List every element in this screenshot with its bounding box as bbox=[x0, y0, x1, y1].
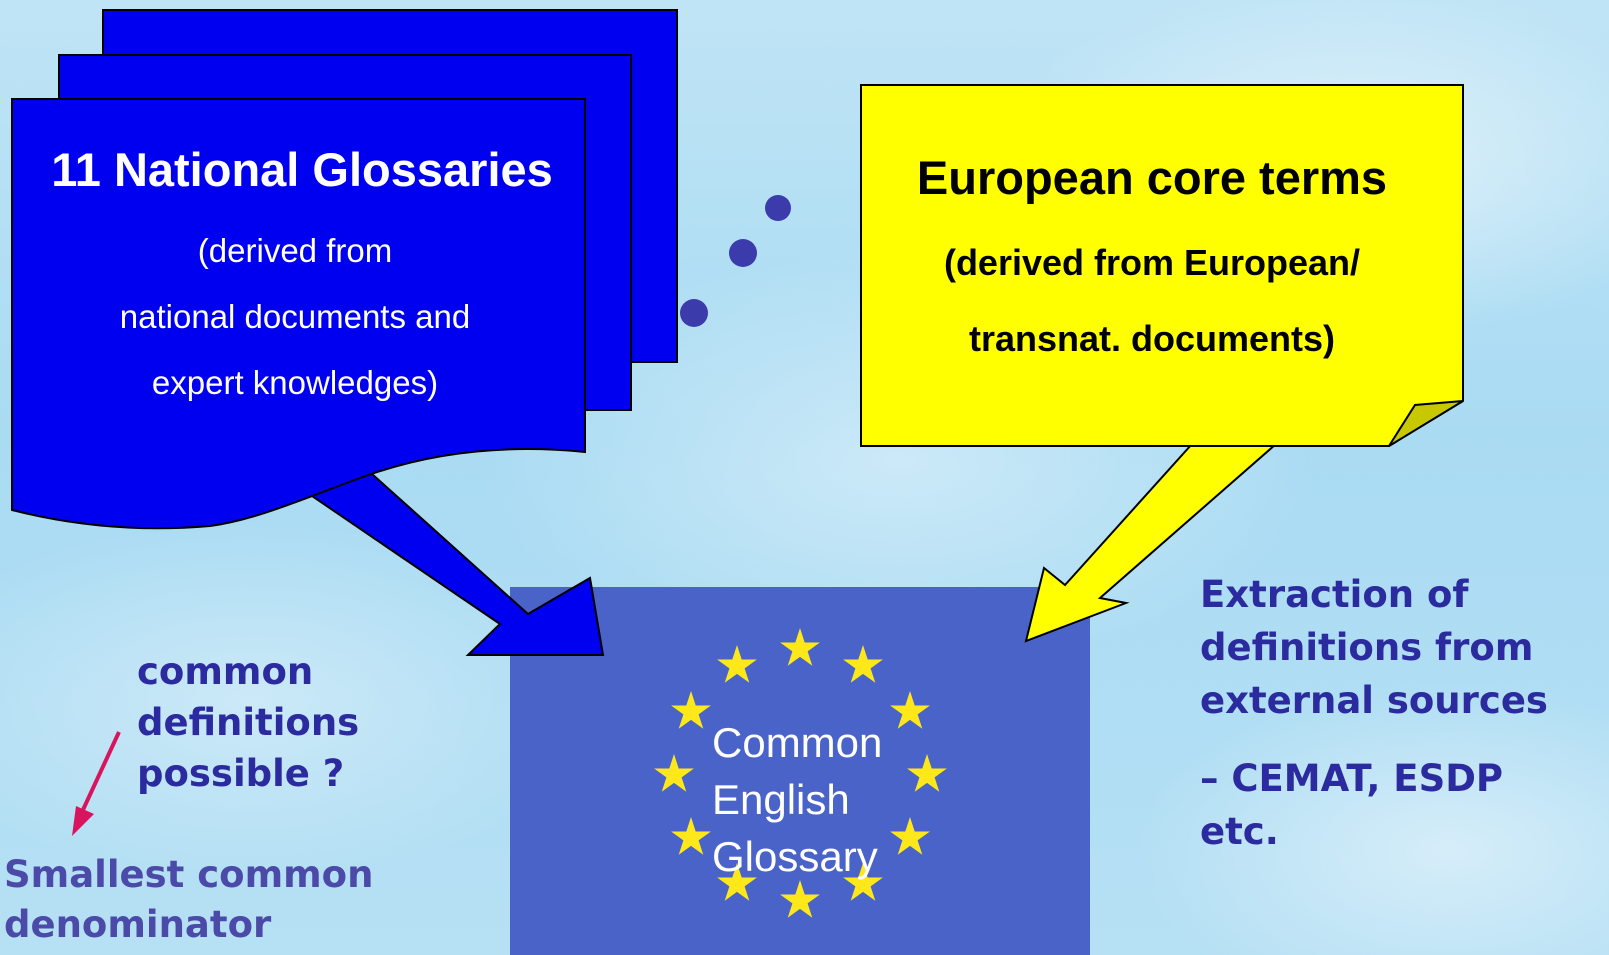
note-line: Extraction of bbox=[1200, 573, 1469, 616]
core-terms-subtitle: (derived from European/ bbox=[943, 242, 1361, 283]
note-line: – CEMAT, ESDP bbox=[1200, 757, 1504, 800]
eu-star-icon bbox=[890, 691, 930, 729]
eu-star-icon bbox=[717, 645, 757, 683]
national-to-common-arrow bbox=[310, 454, 605, 656]
eu-star-icon bbox=[780, 880, 820, 918]
common-glossary-line: English bbox=[712, 776, 850, 823]
national-glossaries-title: 11 National Glossaries bbox=[51, 143, 553, 196]
note-line: external sources bbox=[1200, 679, 1548, 722]
note-line: Smallest common bbox=[4, 853, 374, 896]
note-line: common bbox=[137, 650, 314, 693]
eu-star-icon bbox=[780, 628, 820, 666]
national-glossaries-subtitle: national documents and bbox=[119, 298, 471, 335]
core-to-common-arrow bbox=[1024, 443, 1279, 643]
eu-star-icon bbox=[654, 754, 694, 792]
common-glossary-label: Common English Glossary bbox=[712, 714, 932, 885]
note-line: definitions from bbox=[1200, 626, 1534, 669]
external-sources-note: – CEMAT, ESDP etc. bbox=[1200, 752, 1605, 858]
note-line: definitions bbox=[137, 701, 360, 744]
note-line: etc. bbox=[1200, 810, 1279, 853]
eu-star-icon bbox=[890, 817, 930, 855]
note-line: denominator bbox=[4, 903, 272, 946]
bubble-dot-small bbox=[680, 299, 708, 327]
eu-stars bbox=[654, 628, 947, 918]
eu-star-icon bbox=[717, 863, 757, 901]
common-glossary-line: Common bbox=[712, 719, 883, 766]
eu-star-icon bbox=[671, 691, 711, 729]
note-line: possible ? bbox=[137, 752, 345, 795]
core-terms-note-fold bbox=[1388, 400, 1464, 447]
eu-star-icon bbox=[907, 754, 947, 792]
eu-star-icon bbox=[843, 863, 883, 901]
common-glossary-line: Glossary bbox=[712, 833, 878, 880]
core-terms-title: European core terms bbox=[916, 151, 1388, 204]
eu-star-icon bbox=[843, 645, 883, 683]
eu-star-icon bbox=[671, 817, 711, 855]
smallest-denominator-note: Smallest common denominator bbox=[4, 850, 484, 950]
national-glossaries-subtitle: (derived from bbox=[197, 232, 393, 269]
national-glossaries-subtitle: expert knowledges) bbox=[151, 364, 439, 401]
national-glossaries-stack bbox=[11, 9, 678, 530]
core-terms-subtitle: transnat. documents) bbox=[968, 318, 1336, 359]
document-front bbox=[11, 98, 586, 530]
common-definitions-note: common definitions possible ? bbox=[137, 646, 457, 799]
pink-down-arrow bbox=[72, 731, 121, 836]
core-terms-note bbox=[860, 84, 1464, 447]
bubble-dot-medium bbox=[729, 239, 757, 267]
bubble-dot-large bbox=[765, 195, 791, 221]
extraction-note: Extraction of definitions from external … bbox=[1200, 568, 1605, 727]
